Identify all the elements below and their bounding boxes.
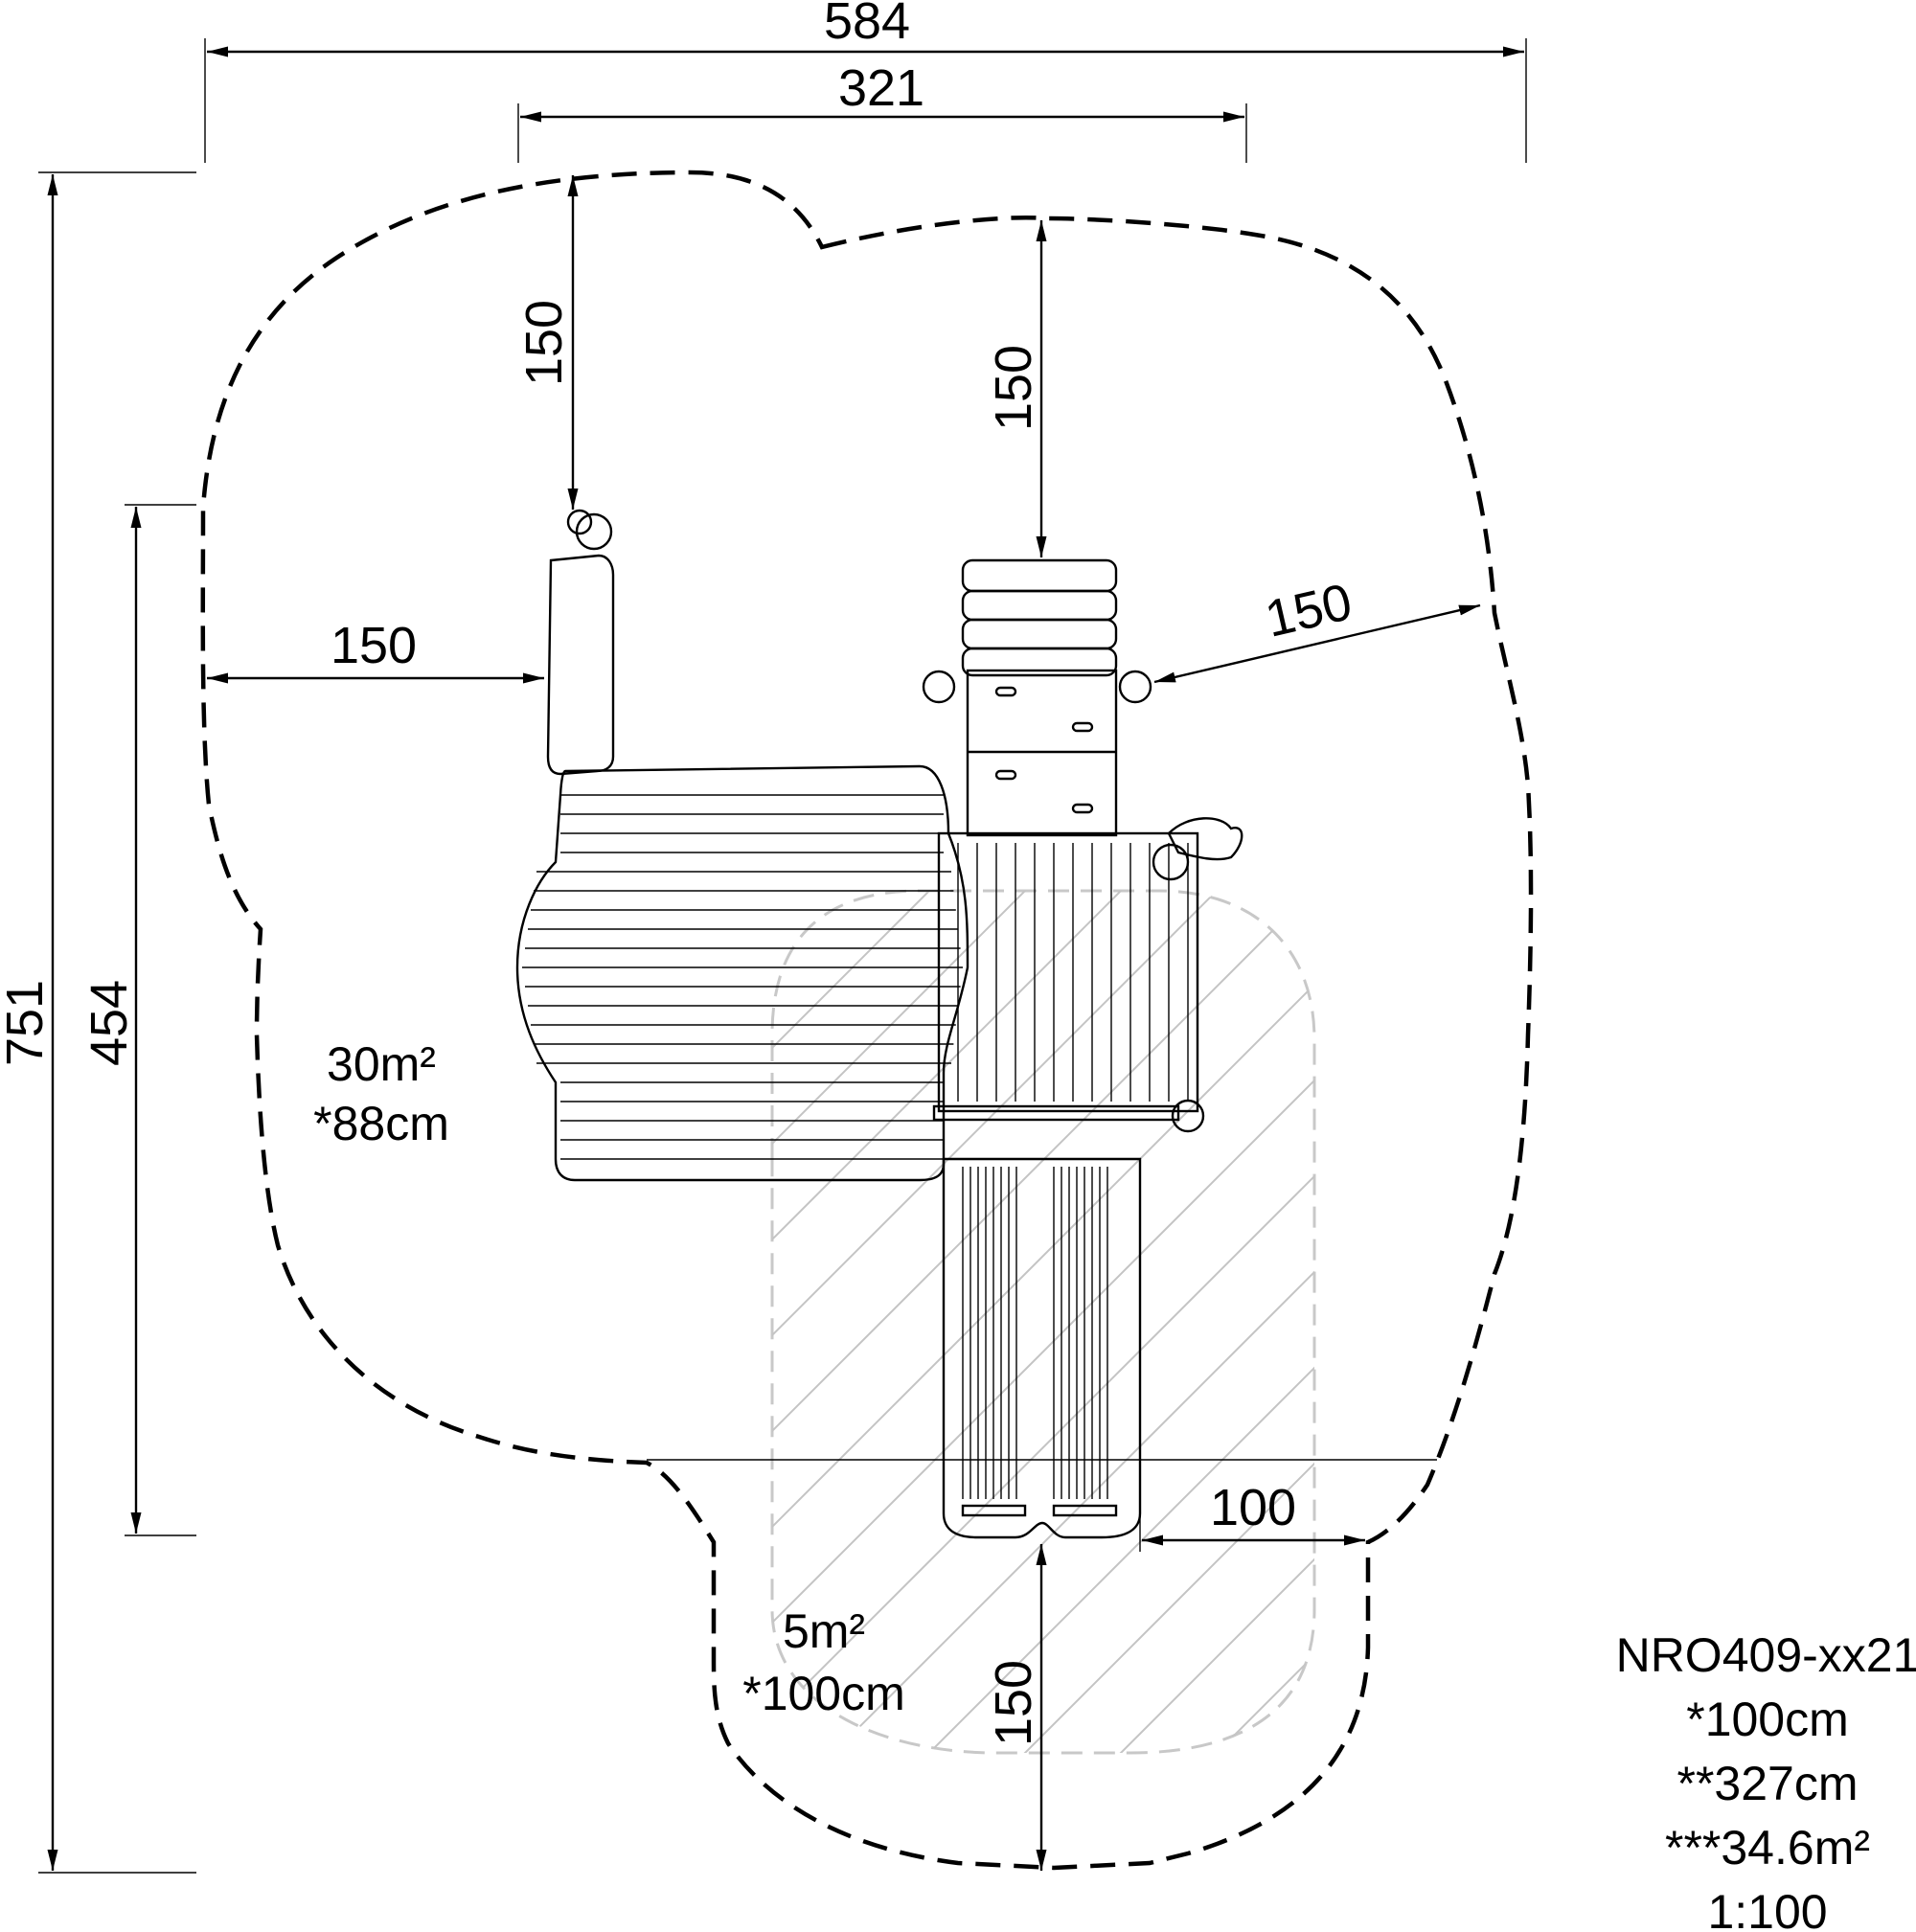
- dim-inner-width: 321: [838, 59, 924, 117]
- drawing-scale: 1:100: [1707, 1885, 1827, 1932]
- model-number: NRO409-xx21: [1616, 1628, 1916, 1682]
- dim-overall-height: 751: [0, 980, 54, 1066]
- climbing-panel: [546, 509, 615, 776]
- slide-zone-fall-height: *100cm: [742, 1667, 905, 1720]
- dim-slide-offset: 100: [1210, 1479, 1296, 1536]
- total-height: **327cm: [1677, 1757, 1859, 1810]
- dim-clearance-bottom: 150: [985, 1660, 1042, 1746]
- main-zone-fall-height: *88cm: [313, 1097, 449, 1150]
- tower-deck: [932, 831, 1199, 1122]
- dim-clearance-top-left: 150: [515, 300, 573, 386]
- dim-overall-width: 584: [824, 0, 910, 50]
- slide-zone-area: 5m²: [783, 1604, 865, 1658]
- double-slide: [942, 1157, 1142, 1539]
- dim-clearance-left: 150: [331, 617, 417, 674]
- steering-element: [1152, 817, 1243, 1133]
- main-zone-area: 30m²: [327, 1037, 436, 1091]
- safety-zone-outline: [200, 170, 1534, 1871]
- access-steps: [922, 558, 1152, 837]
- slide-exit-zone-outline: [770, 889, 1316, 1755]
- max-fall-height: *100cm: [1686, 1693, 1849, 1746]
- main-deck: [515, 764, 969, 1182]
- total-area: ***34.6m²: [1665, 1821, 1870, 1875]
- dim-inner-height: 454: [80, 980, 138, 1066]
- dim-clearance-top-right: 150: [985, 345, 1042, 431]
